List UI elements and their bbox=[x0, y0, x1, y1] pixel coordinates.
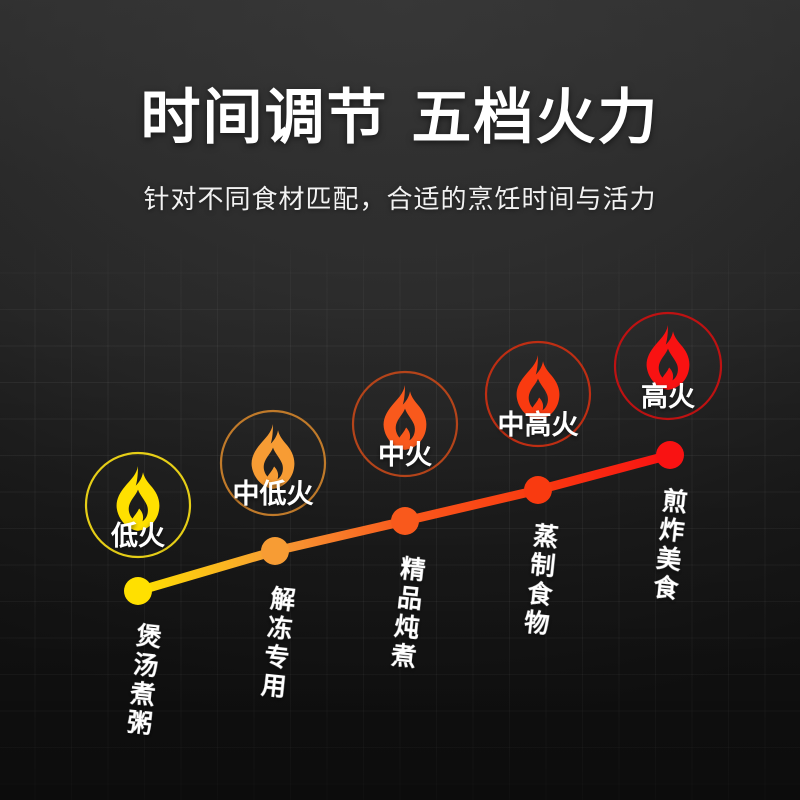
category-char: 解 bbox=[269, 584, 297, 615]
category-char: 粥 bbox=[126, 707, 154, 738]
category-char: 精 bbox=[399, 554, 427, 585]
category-char: 煮 bbox=[389, 640, 418, 672]
power-ring-2 bbox=[219, 409, 327, 517]
category-char: 冻 bbox=[266, 613, 294, 644]
category-char: 炖 bbox=[393, 612, 421, 643]
page-title: 时间调节 五档火力 bbox=[140, 83, 660, 153]
data-point-3[interactable] bbox=[391, 507, 419, 535]
power-node-3[interactable]: 中火 bbox=[351, 370, 459, 535]
power-label-4: 中高火 bbox=[498, 409, 579, 441]
category-label-3: 精 品 炖 煮 bbox=[389, 554, 427, 672]
category-char: 制 bbox=[529, 550, 557, 581]
category-char: 用 bbox=[260, 670, 288, 701]
category-label-5: 煎 炸 美 食 bbox=[652, 486, 689, 604]
category-char: 煮 bbox=[128, 678, 157, 710]
power-label-2: 中低火 bbox=[233, 479, 314, 510]
power-label-5: 高火 bbox=[641, 381, 695, 413]
power-ring-3 bbox=[351, 370, 459, 478]
category-char: 食 bbox=[526, 579, 555, 611]
category-char: 食 bbox=[652, 572, 681, 604]
power-ring-4 bbox=[484, 340, 592, 448]
category-label-4: 蒸 制 食 物 bbox=[523, 521, 560, 639]
power-node-5[interactable]: 高火 bbox=[613, 311, 723, 469]
power-ring-5 bbox=[613, 311, 723, 421]
category-char: 炸 bbox=[658, 515, 686, 546]
power-node-1[interactable]: 低火 bbox=[84, 451, 192, 605]
category-char: 煲 bbox=[135, 621, 163, 652]
category-char: 物 bbox=[523, 607, 551, 638]
data-point-1[interactable] bbox=[124, 577, 152, 605]
data-point-2[interactable] bbox=[261, 537, 289, 565]
page-subtitle: 针对不同食材匹配，合适的烹饪时间与活力 bbox=[143, 184, 657, 215]
category-char: 蒸 bbox=[532, 521, 560, 552]
heading-block: 时间调节 五档火力 针对不同食材匹配，合适的烹饪时间与活力 bbox=[0, 86, 800, 216]
data-point-4[interactable] bbox=[524, 476, 552, 504]
data-point-5[interactable] bbox=[656, 441, 684, 469]
category-char: 汤 bbox=[132, 650, 160, 681]
category-label-2: 解 冻 专 用 bbox=[260, 584, 297, 702]
category-char: 品 bbox=[396, 583, 424, 614]
category-char: 专 bbox=[263, 642, 291, 673]
category-char: 美 bbox=[655, 544, 683, 575]
power-ring-1 bbox=[84, 451, 192, 559]
power-node-2[interactable]: 中低火 bbox=[219, 409, 327, 565]
power-node-4[interactable]: 中高火 bbox=[484, 340, 592, 504]
power-label-1: 低火 bbox=[110, 521, 165, 552]
category-label-1: 煲 汤 煮 粥 bbox=[126, 621, 163, 739]
power-label-3: 中火 bbox=[378, 440, 432, 471]
category-char: 煎 bbox=[661, 486, 689, 517]
